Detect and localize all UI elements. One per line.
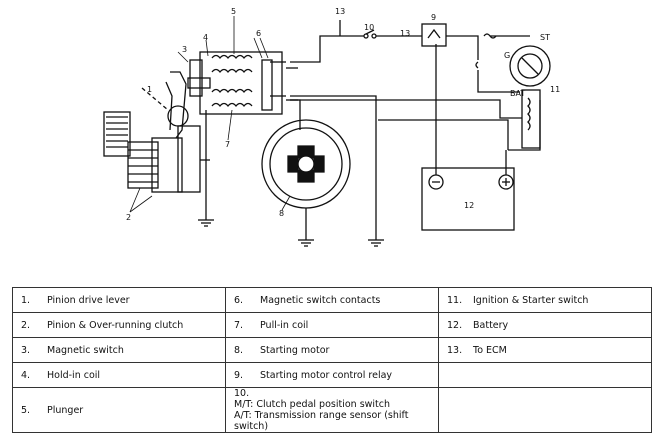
legend-number: 5. <box>21 404 31 416</box>
callout-4: 4 <box>203 33 208 42</box>
ground-symbols <box>198 219 384 247</box>
callout-1: 1 <box>147 85 152 94</box>
legend-row: 2. Pinion & Over-running clutch 7. Pull-in… <box>12 312 652 338</box>
legend-label: To ECM <box>473 344 507 356</box>
callout-13-top: 13 <box>335 7 345 16</box>
legend-cell: 3. Magnetic switch <box>12 337 226 363</box>
pinion-drive-lever <box>141 71 189 139</box>
terminal-bat: BAT <box>510 89 525 98</box>
legend-table: 1. Pinion drive lever 6. Magnetic switch c… <box>12 287 652 433</box>
legend-cell: 5. Plunger <box>12 387 226 433</box>
legend-label: Ignition & Starter switch <box>473 294 589 306</box>
legend-label: Pinion & Over-running clutch <box>47 319 184 331</box>
legend-cell: 4. Hold-in coil <box>12 362 226 388</box>
callout-11: 11 <box>550 85 560 94</box>
legend-row: 5. Plunger 10.M/T: Clutch pedal position … <box>12 387 652 433</box>
legend-number: 11. <box>447 294 463 306</box>
magnetic-switch <box>187 51 298 115</box>
legend-label: Magnetic switch <box>47 344 124 356</box>
callout-9: 9 <box>431 13 436 22</box>
fuse <box>475 61 479 69</box>
legend-label-line: A/T: Transmission range sensor (shift sw… <box>234 410 409 432</box>
legend-cell: 1. Pinion drive lever <box>12 287 226 313</box>
leader-lines <box>129 16 291 213</box>
legend-cell: 13. To ECM <box>438 337 652 363</box>
legend-number: 3. <box>21 344 31 356</box>
legend-number: 2. <box>21 319 31 331</box>
legend-cell: 11. Ignition & Starter switch <box>438 287 652 313</box>
legend-row: 3. Magnetic switch 8. Starting motor 13. To… <box>12 337 652 363</box>
legend-cell: 2. Pinion & Over-running clutch <box>12 312 226 338</box>
callout-10: 10 <box>364 23 374 32</box>
legend-cell: 7. Pull-in coil <box>225 312 439 338</box>
legend-label: Battery <box>473 319 509 331</box>
legend-row: 1. Pinion drive lever 6. Magnetic switch c… <box>12 287 652 313</box>
legend-number: 10. <box>234 388 250 399</box>
legend-label: Starting motor control relay <box>260 369 393 381</box>
legend-label: Pull-in coil <box>260 319 309 331</box>
callout-5: 5 <box>231 7 236 16</box>
legend-label: Magnetic switch contacts <box>260 294 381 306</box>
legend-cell-empty <box>438 362 652 388</box>
terminal-g: G <box>504 51 510 60</box>
clutch-switch <box>363 29 377 39</box>
legend-number: 1. <box>21 294 31 306</box>
starter-relay <box>421 23 447 47</box>
legend-label: Hold-in coil <box>47 369 101 381</box>
legend-row: 4. Hold-in coil 9. Starting motor control … <box>12 362 652 388</box>
callout-7: 7 <box>225 140 230 149</box>
starter-circuit-diagram: 1 2 3 4 5 6 7 8 9 10 11 12 13 13 ST G BA… <box>103 7 560 247</box>
legend-number: 7. <box>234 319 244 331</box>
legend-number: 9. <box>234 369 244 381</box>
legend-number: 8. <box>234 344 244 356</box>
legend-number: 4. <box>21 369 31 381</box>
legend-number: 13. <box>447 344 463 356</box>
callout-6: 6 <box>256 29 261 38</box>
terminal-st: ST <box>540 33 550 42</box>
callout-12: 12 <box>464 201 474 210</box>
fuse <box>483 33 497 39</box>
callout-3: 3 <box>182 45 187 54</box>
starting-motor <box>261 119 351 209</box>
legend-label: Starting motor <box>260 344 330 356</box>
legend-cell: 9. Starting motor control relay <box>225 362 439 388</box>
legend-cell-empty <box>438 387 652 433</box>
legend-cell: 12. Battery <box>438 312 652 338</box>
ignition-switch <box>509 45 551 149</box>
pull-in-coil <box>211 88 253 94</box>
legend-cell: 6. Magnetic switch contacts <box>225 287 439 313</box>
callout-13-right: 13 <box>400 29 410 38</box>
legend-label-line: M/T: Clutch pedal position switch <box>234 399 391 410</box>
legend-label: Plunger <box>47 404 84 416</box>
battery <box>421 150 515 231</box>
legend-cell: 8. Starting motor <box>225 337 439 363</box>
hold-in-coil <box>211 54 253 60</box>
callout-2: 2 <box>126 213 131 222</box>
legend-number: 6. <box>234 294 244 306</box>
wiring <box>205 20 541 240</box>
pinion-gear-assembly <box>103 111 210 193</box>
plunger <box>187 77 211 89</box>
callout-8: 8 <box>279 209 284 218</box>
legend-number: 12. <box>447 319 463 331</box>
legend-label: Pinion drive lever <box>47 294 130 306</box>
switch-contacts <box>261 59 273 111</box>
